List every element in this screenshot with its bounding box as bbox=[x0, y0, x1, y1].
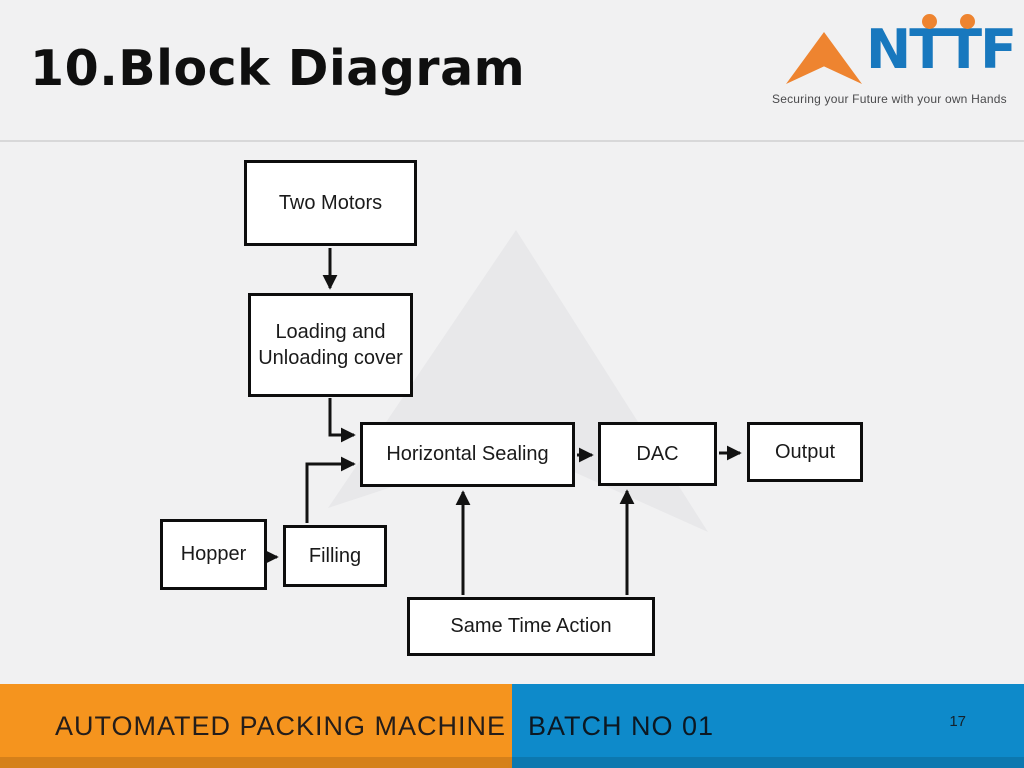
page-number: 17 bbox=[949, 712, 966, 730]
nttf-logo: NTTF Securing your Future with your own … bbox=[770, 8, 1020, 110]
page-title: 10.Block Diagram bbox=[30, 40, 526, 97]
footer-right-bar: BATCH NO 01 17 bbox=[512, 684, 1024, 768]
diagram-box-label: Same Time Action bbox=[450, 615, 612, 638]
diagram-box-hopper: Hopper bbox=[160, 519, 267, 590]
diagram-box-filling: Filling bbox=[283, 525, 387, 587]
footer-bottom-shade bbox=[0, 757, 1024, 768]
nttf-tagline: Securing your Future with your own Hands bbox=[772, 92, 1007, 106]
diagram-box-label: DAC bbox=[636, 442, 679, 465]
nttf-wordmark: NTTF bbox=[866, 18, 1017, 81]
diagram-box-label: Filling bbox=[308, 544, 362, 567]
nttf-dot-icon bbox=[922, 14, 937, 29]
diagram-box-two-motors: Two Motors bbox=[244, 160, 417, 246]
footer-left-bar: AUTOMATED PACKING MACHINE bbox=[0, 684, 512, 768]
nttf-logo-row: NTTF bbox=[770, 8, 1020, 88]
diagram-box-label: Horizontal Sealing bbox=[386, 443, 549, 466]
diagram-box-output: Output bbox=[747, 422, 863, 482]
title-divider bbox=[0, 140, 1024, 142]
diagram-box-label: Hopper bbox=[180, 543, 247, 566]
diagram-box-label: Output bbox=[774, 440, 836, 463]
diagram-box-dac: DAC bbox=[598, 422, 717, 486]
diagram-box-loading-unloading-cover: Loading and Unloading cover bbox=[248, 293, 413, 397]
diagram-box-label: Loading and Unloading cover bbox=[258, 320, 403, 369]
footer-project-title: AUTOMATED PACKING MACHINE bbox=[55, 710, 507, 741]
diagram-box-horizontal-sealing: Horizontal Sealing bbox=[360, 422, 575, 487]
nttf-dot-icon bbox=[960, 14, 975, 29]
diagram-box-same-time-action: Same Time Action bbox=[407, 597, 655, 656]
footer-batch-label: BATCH NO 01 bbox=[528, 710, 715, 741]
diagram-box-label: Two Motors bbox=[278, 191, 383, 214]
